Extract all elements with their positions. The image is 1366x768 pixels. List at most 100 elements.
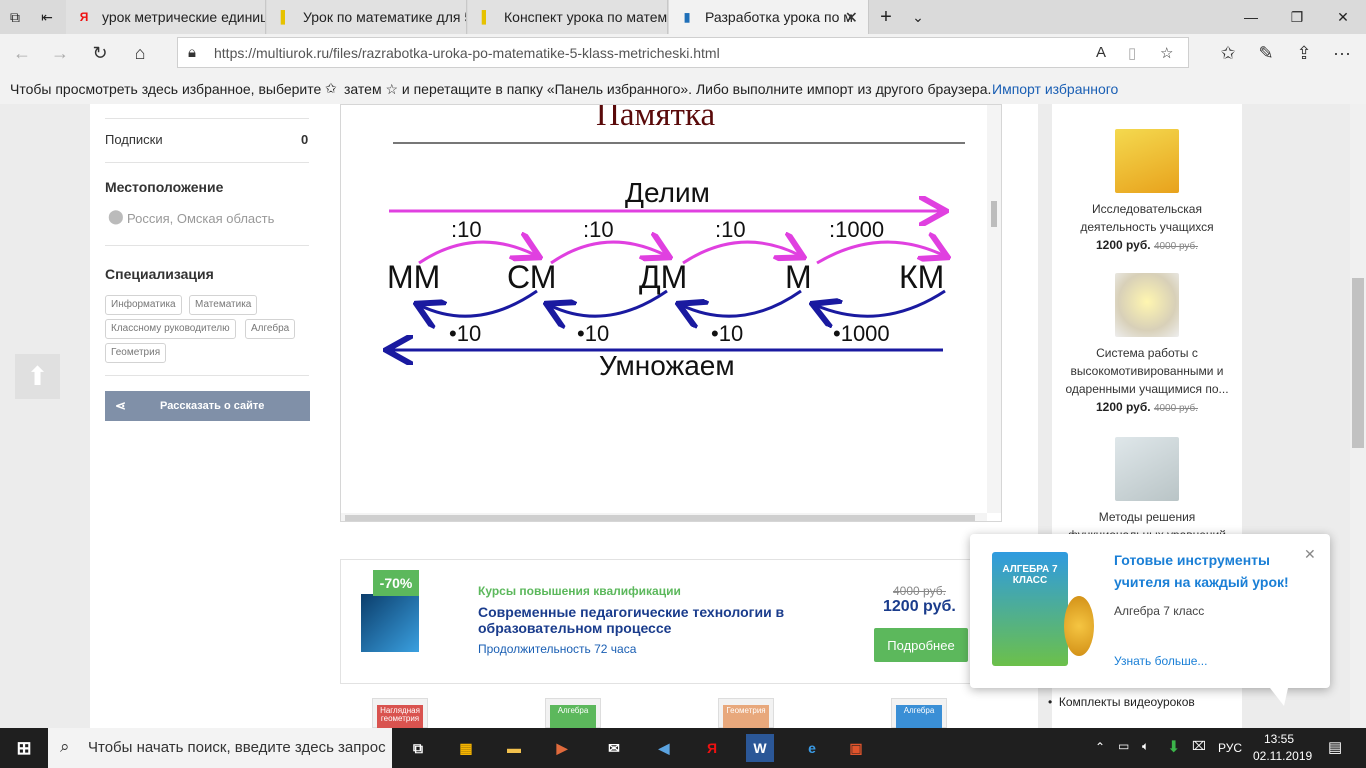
viewer-horizontal-scrollbar[interactable] (341, 513, 987, 521)
file-explorer-icon[interactable]: ▬ (507, 740, 521, 756)
tab-4-active[interactable]: ▮ Разработка урока по м ✕ (669, 0, 869, 34)
page-scrollbar[interactable] (1350, 104, 1366, 728)
algebra-product-box[interactable]: АЛГЕБРА 7 КЛАСС (992, 552, 1068, 666)
course-1[interactable]: Исследовательская деятельность учащихся … (1052, 200, 1242, 256)
multiply-arc-4 (815, 289, 946, 316)
clock-date[interactable]: 02.11.2019 (1253, 749, 1313, 763)
tag-algebra[interactable]: Алгебра (245, 319, 296, 339)
promo-card: -70% Курсы повышения квалификации Соврем… (340, 559, 986, 684)
media-player-icon[interactable]: ▶ (556, 739, 568, 756)
url-text[interactable]: https://multiurok.ru/files/razrabotka-ur… (214, 45, 720, 61)
video-lessons-link[interactable]: Комплекты видеоуроков (1058, 695, 1195, 709)
tab-list-chevron-icon[interactable]: ⌄ (912, 8, 924, 25)
tab-1[interactable]: Я урок метрические единиц (66, 0, 266, 34)
divide-label: Делим (625, 177, 710, 208)
powerpoint-icon[interactable]: ▣ (849, 739, 863, 756)
notes-pen-icon[interactable]: ✎ (1258, 42, 1274, 63)
battery-icon[interactable]: ▭ (1118, 739, 1130, 753)
book-card-4[interactable]: Алгебра (891, 698, 947, 728)
course-2-title-line3[interactable]: одаренными учащимися по... (1065, 382, 1229, 396)
promo-details-button[interactable]: Подробнее (874, 628, 968, 662)
course-1-title-line2[interactable]: деятельность учащихся (1080, 220, 1214, 234)
specialization-title: Специализация (105, 266, 214, 282)
tray-expand-icon[interactable]: ⌃ (1095, 740, 1106, 754)
book-icon: ▮ (683, 10, 691, 24)
speaker-app-icon[interactable]: ◀ (658, 739, 670, 756)
tag-math[interactable]: Математика (189, 295, 258, 315)
taskbar-search[interactable]: ⌕ Чтобы начать поиск, введите здесь запр… (48, 728, 392, 768)
mail-icon[interactable]: ✉ (608, 739, 620, 756)
lock-icon: 🔒︎ (188, 44, 196, 61)
address-bar[interactable]: 🔒︎ https://multiurok.ru/files/razrabotka… (177, 37, 1189, 68)
tag-geometry[interactable]: Геометрия (105, 343, 167, 363)
clock-time[interactable]: 13:55 (1264, 732, 1295, 746)
refresh-icon[interactable]: ↻ (92, 42, 108, 63)
home-icon[interactable]: ⌂ (134, 42, 146, 63)
document-viewer[interactable]: Памятка Делим Умножаем ММ (340, 104, 1002, 522)
promo-title-line1[interactable]: Современные педагогические технологии в (478, 604, 785, 620)
divide-arc-4 (816, 242, 945, 265)
scroll-top-button[interactable]: ⬆ (15, 354, 60, 399)
tab-actions-icon[interactable]: ⧉ (10, 8, 20, 25)
notifications-icon[interactable]: ▤ (1328, 739, 1343, 756)
import-favorites-link[interactable]: Импорт избранного (992, 81, 1119, 97)
edge-icon[interactable]: e (808, 740, 816, 756)
tab-title: Разработка урока по м (705, 9, 853, 25)
yandex-browser-icon[interactable]: Я (706, 740, 718, 756)
word-icon[interactable]: W (746, 734, 774, 762)
volume-muted-icon[interactable]: 🔈︎ (1142, 739, 1150, 753)
course-1-image[interactable] (1115, 129, 1179, 193)
book-card-1[interactable]: Наглядная геометрия (372, 698, 428, 728)
promo-title-line2[interactable]: образовательном процессе (478, 620, 672, 636)
language-indicator[interactable]: РУС (1218, 741, 1243, 755)
viewer-hscroll-thumb[interactable] (345, 515, 975, 521)
course-2-title-line1[interactable]: Система работы с (1096, 346, 1198, 360)
course-3-title-line1[interactable]: Методы решения (1098, 510, 1196, 524)
video-lessons-list-item[interactable]: • Комплекты видеоуроков (1048, 695, 1195, 709)
windows-start-icon[interactable]: ⊞ (16, 737, 32, 758)
discount-badge: -70% (373, 570, 419, 596)
close-tab-icon[interactable]: ✕ (844, 10, 858, 27)
tag-informatics[interactable]: Информатика (105, 295, 182, 315)
new-tab-icon[interactable]: + (880, 5, 892, 28)
read-aloud-icon[interactable]: A (1096, 44, 1107, 61)
book-card-3[interactable]: Геометрия (718, 698, 774, 728)
favorite-star-icon[interactable]: ☆ (1160, 45, 1174, 62)
store-icon[interactable]: ▦ (459, 739, 473, 756)
course-2[interactable]: Система работы с высокомотивированными и… (1052, 344, 1242, 418)
task-view-icon[interactable]: ⧉ (413, 739, 423, 756)
unit-mm: ММ (387, 259, 441, 295)
share-icon[interactable]: ⇪ (1296, 42, 1312, 63)
download-arrow-icon[interactable]: ⬇ (1167, 739, 1181, 756)
back-icon[interactable]: ← (13, 42, 31, 63)
tab-3[interactable]: ▌ Конспект урока по матема (468, 0, 668, 34)
div-factor-1: :10 (451, 217, 482, 242)
divide-arc-2 (550, 242, 667, 265)
forward-icon[interactable]: → (51, 42, 69, 63)
yandex-icon: Я (79, 10, 89, 24)
book-card-2[interactable]: Алгебра (545, 698, 601, 728)
page-scroll-thumb[interactable] (1352, 278, 1364, 448)
mul-factor-2: •10 (577, 321, 610, 346)
set-aside-tabs-icon[interactable]: ⇤ (41, 8, 53, 25)
unit-m: М (785, 259, 812, 295)
course-2-image[interactable] (1115, 273, 1179, 337)
favorites-hub-icon[interactable]: ✩ (1220, 42, 1236, 63)
close-window-icon[interactable]: ✕ (1337, 8, 1349, 25)
viewer-vertical-scrollbar[interactable] (987, 105, 1001, 513)
minimize-icon[interactable]: — (1244, 9, 1258, 25)
tab-2[interactable]: ▌ Урок по математике для 5 (267, 0, 467, 34)
popup-close-icon[interactable]: ✕ (1304, 546, 1316, 562)
viewer-scroll-thumb[interactable] (991, 201, 997, 227)
tag-class-teacher[interactable]: Классному руководителю (105, 319, 236, 339)
course-1-title-line1[interactable]: Исследовательская (1092, 202, 1202, 216)
restore-icon[interactable]: ❐ (1290, 8, 1304, 25)
popup-learn-more-link[interactable]: Узнать больше... (1114, 654, 1208, 668)
divide-arc-3 (682, 242, 801, 265)
network-icon[interactable]: ⌧ (1192, 739, 1206, 753)
more-menu-icon[interactable]: ··· (1333, 42, 1351, 63)
course-3-image[interactable] (1115, 437, 1179, 501)
reading-view-icon[interactable]: ▯ (1128, 45, 1137, 62)
share-site-button[interactable]: ⋖ Рассказать о сайте (105, 391, 310, 421)
course-2-title-line2[interactable]: высокомотивированными и (1070, 364, 1224, 378)
